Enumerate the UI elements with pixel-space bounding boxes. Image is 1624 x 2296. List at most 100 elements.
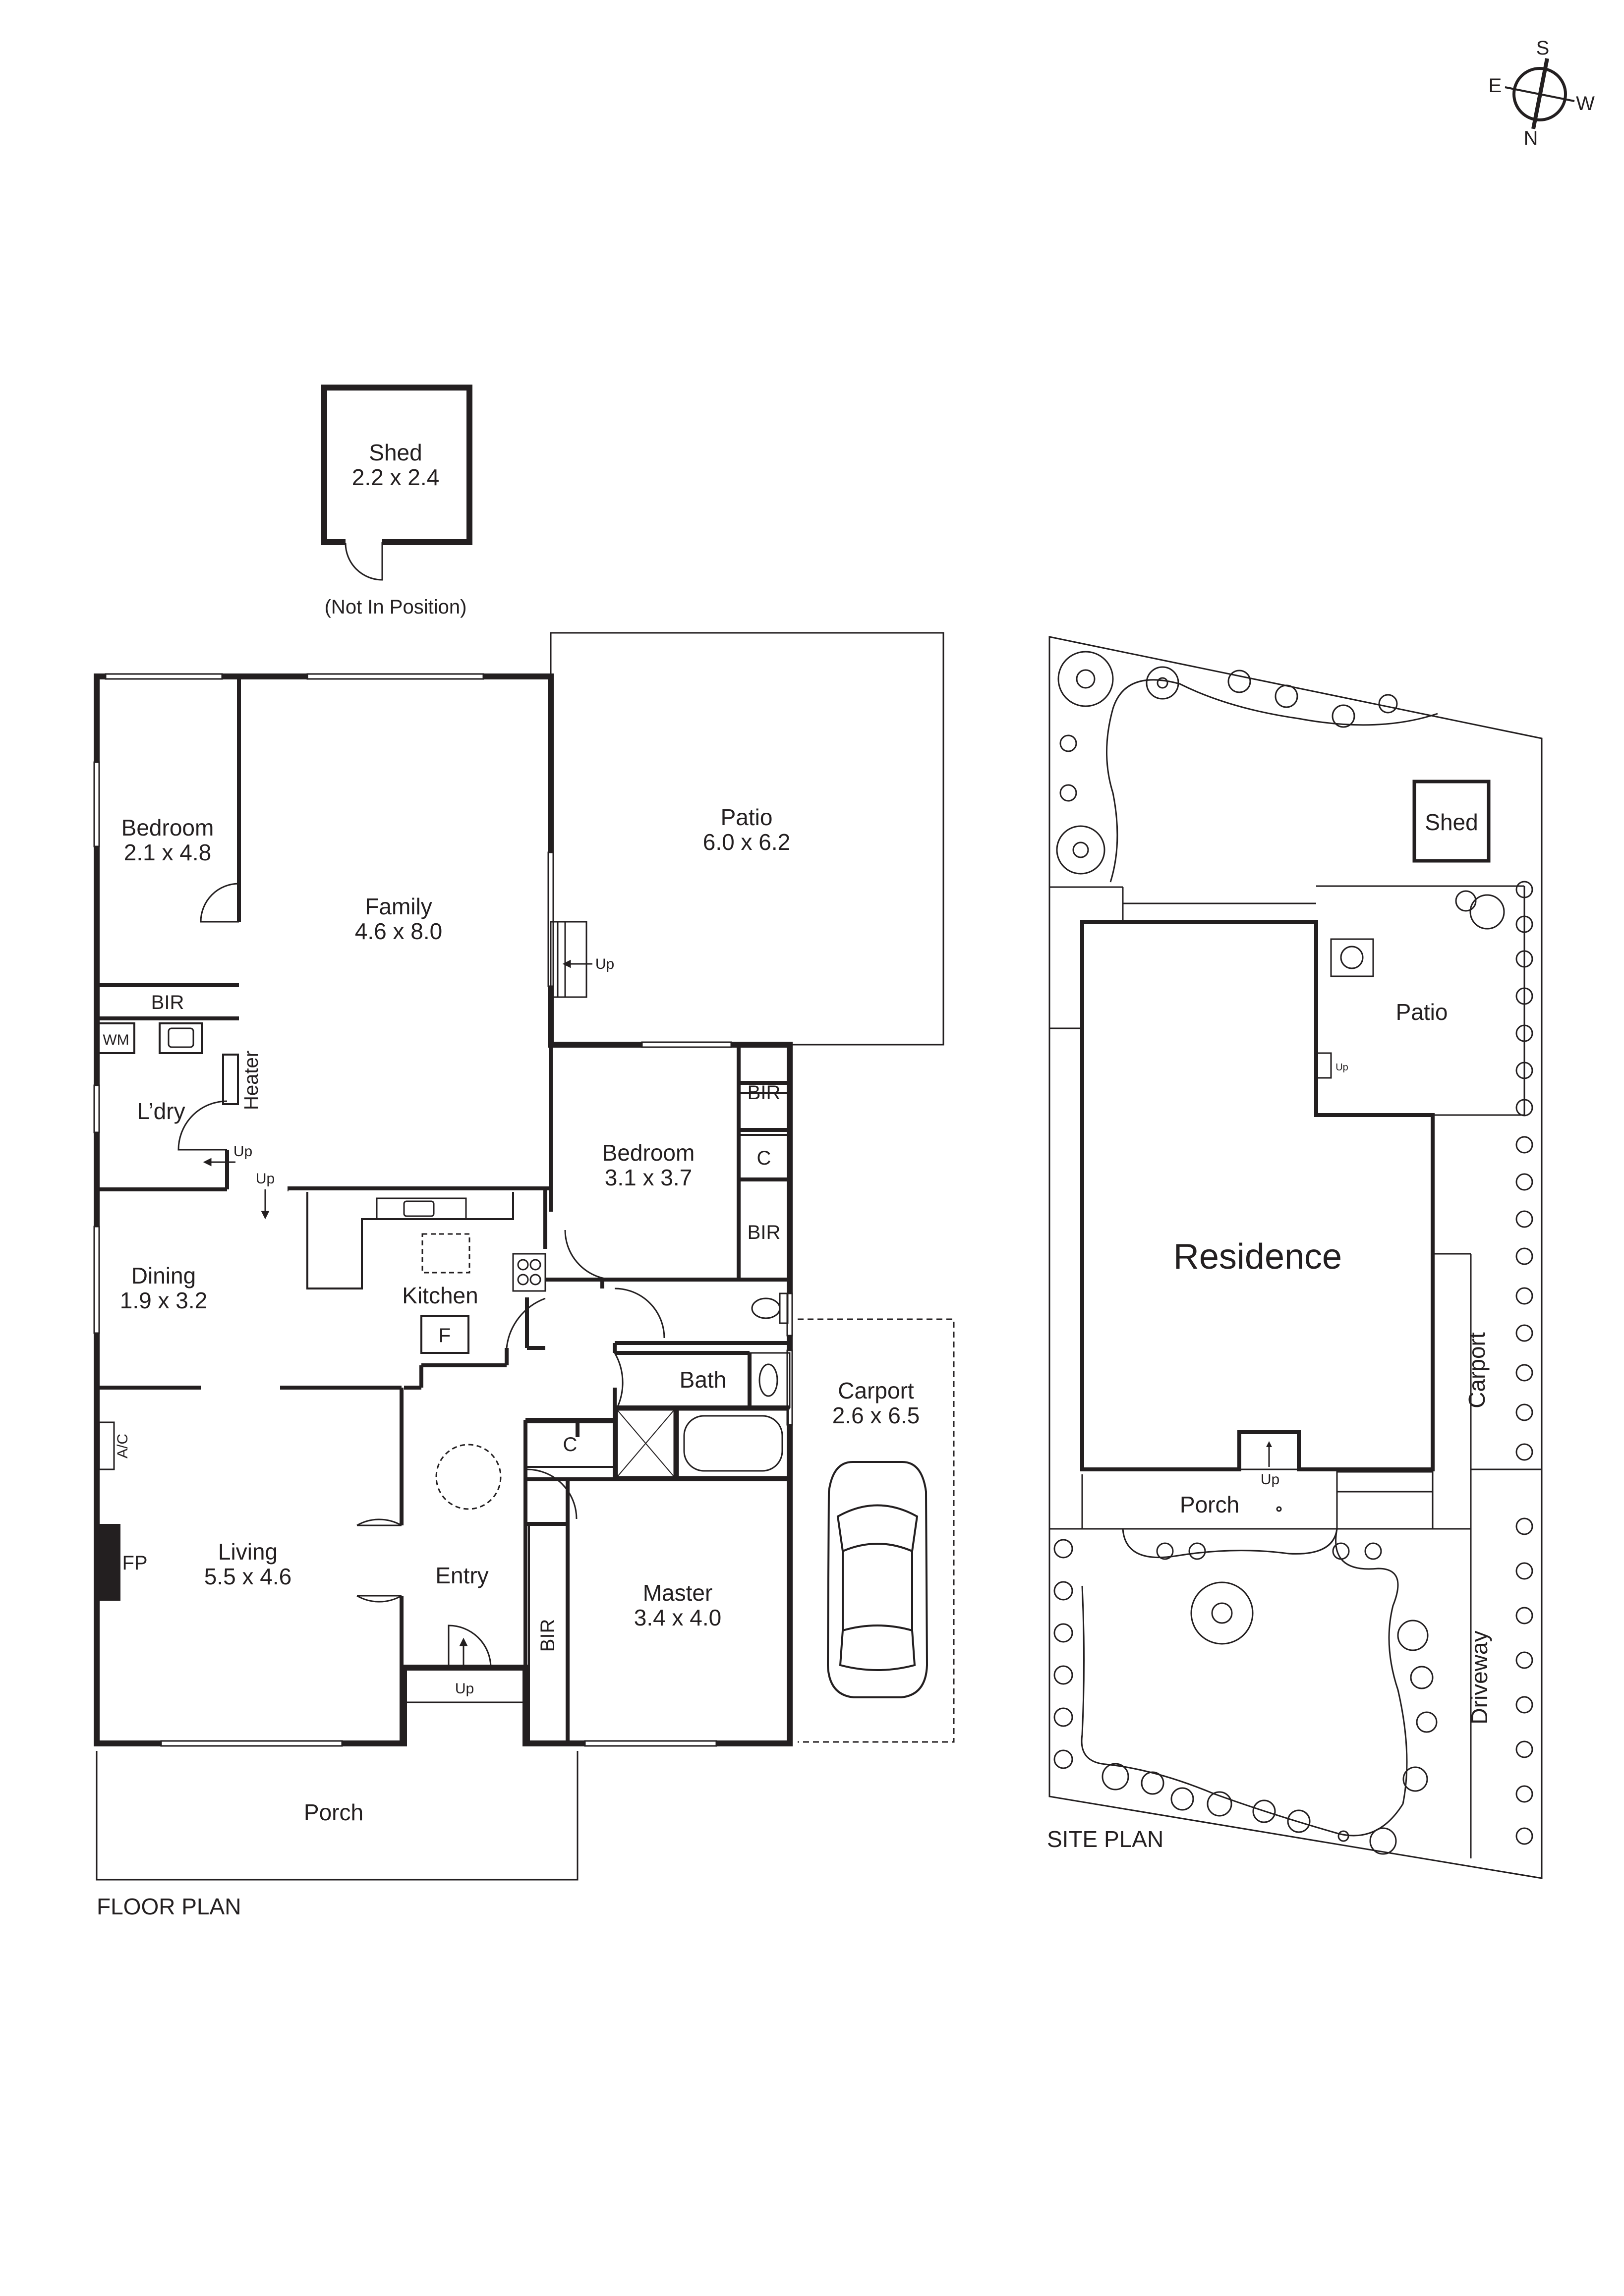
bedroom2-name: Bedroom	[121, 815, 214, 840]
bir-label: BIR	[748, 1222, 781, 1243]
site-boundary	[1048, 636, 1543, 1879]
site-patio-table	[1330, 938, 1374, 977]
up-label: Up	[595, 956, 614, 972]
living-name: Living	[218, 1539, 278, 1565]
residence-label: Residence	[1173, 1237, 1342, 1277]
bathtub-inner	[683, 1415, 783, 1472]
burner	[529, 1274, 541, 1286]
patio-name: Patio	[721, 804, 773, 830]
carport-outline	[798, 1318, 955, 1743]
toilet-bowl	[751, 1297, 781, 1319]
porch-outline	[96, 1751, 579, 1881]
site-plan: Residence Shed Patio Up Up Porch Carport…	[1047, 636, 1543, 1879]
family-name: Family	[365, 894, 432, 919]
porch-name: Porch	[304, 1799, 363, 1825]
floor-plan-title: FLOOR PLAN	[97, 1894, 241, 1919]
up-arrows	[203, 959, 592, 1668]
car-icon	[826, 1461, 928, 1698]
cupboard-label: C	[757, 1147, 771, 1169]
dining-name: Dining	[131, 1263, 196, 1288]
bir-label: BIR	[537, 1619, 559, 1652]
burner	[517, 1259, 529, 1271]
entry-name: Entry	[435, 1563, 488, 1588]
shed-note: (Not In Position)	[325, 596, 467, 618]
site-shed	[1412, 780, 1491, 863]
laundry-tub	[159, 1022, 203, 1054]
dining-dims: 1.9 x 3.2	[120, 1288, 207, 1313]
family-steps	[550, 921, 587, 998]
master-dims: 3.4 x 4.0	[634, 1605, 721, 1630]
site-shed-label: Shed	[1425, 809, 1478, 835]
bedroom2-dims: 2.1 x 4.8	[124, 840, 211, 865]
compass-needle-ew	[1505, 86, 1575, 102]
bedroom3-dims: 3.1 x 3.7	[605, 1165, 692, 1190]
fireplace	[97, 1524, 120, 1601]
cupboard-label: C	[563, 1434, 578, 1456]
family-dims: 4.6 x 8.0	[355, 918, 442, 944]
site-lines	[1049, 679, 1542, 1858]
up-label: Up	[256, 1171, 275, 1187]
compass-n: N	[1524, 127, 1538, 149]
carport-dims: 2.6 x 6.5	[832, 1402, 920, 1428]
vanity-basin	[758, 1363, 778, 1397]
site-patio-table-top	[1340, 946, 1364, 969]
kitchen-sink	[376, 1197, 467, 1220]
site-patio-step	[1315, 1052, 1332, 1079]
living-dims: 5.5 x 4.6	[204, 1564, 291, 1589]
built-in-robes	[524, 1044, 791, 1744]
shed-name: Shed	[369, 440, 422, 465]
bath-name: Bath	[680, 1367, 727, 1393]
shed-dims: 2.2 x 2.4	[352, 464, 439, 490]
ac-label: A/C	[115, 1434, 131, 1458]
kitchen-name: Kitchen	[402, 1283, 478, 1308]
compass-e: E	[1489, 75, 1502, 97]
compass-w: W	[1576, 93, 1595, 114]
bathtub	[677, 1409, 789, 1478]
shed: Shed 2.2 x 2.4 (Not In Position)	[321, 385, 472, 618]
heater	[222, 1054, 239, 1105]
dishwasher	[421, 1233, 470, 1274]
kitchen-sink-bowl	[403, 1200, 435, 1217]
compass-ring	[1512, 67, 1567, 121]
cooktop	[512, 1253, 546, 1292]
shed-walls	[321, 385, 472, 545]
site-porch-label: Porch	[1180, 1492, 1239, 1517]
kitchen-bench	[306, 1192, 514, 1289]
windows	[93, 673, 793, 1747]
site-up-arrowhead	[1266, 1441, 1272, 1447]
doors	[177, 883, 665, 1668]
shed-door-swing	[345, 542, 383, 581]
master-name: Master	[643, 1580, 713, 1606]
compass: S E W N	[1489, 37, 1595, 149]
washing-machine	[97, 1022, 135, 1054]
laundry-tub-basin	[168, 1027, 194, 1048]
up-label: Up	[455, 1680, 474, 1697]
site-porch-step	[1238, 1431, 1300, 1470]
shower-cross	[617, 1409, 675, 1477]
bir-label: BIR	[748, 1082, 781, 1104]
fridge-space	[420, 1315, 469, 1354]
laundry-name: L’dry	[137, 1098, 185, 1124]
compass-s: S	[1536, 37, 1550, 59]
fridge-label: F	[439, 1325, 451, 1346]
up-label: Up	[233, 1143, 252, 1160]
entry-light	[435, 1444, 502, 1510]
carport-name: Carport	[838, 1378, 914, 1403]
burner	[529, 1259, 541, 1271]
fp-label: FP	[122, 1552, 147, 1574]
site-patio-label: Patio	[1396, 999, 1448, 1025]
bedroom3-name: Bedroom	[602, 1140, 695, 1166]
bir-label: BIR	[151, 992, 184, 1013]
heater-label: Heater	[240, 1051, 262, 1110]
vanity	[749, 1352, 791, 1408]
patio-outline	[550, 632, 944, 1046]
residence-outline	[1080, 920, 1435, 1471]
patio-dims: 6.0 x 6.2	[703, 829, 790, 855]
floor-plan: Bedroom 2.1 x 4.8 Family 4.6 x 8.0 Patio…	[93, 632, 955, 1919]
site-driveway-label: Driveway	[1466, 1630, 1492, 1724]
site-carport-label: Carport	[1464, 1332, 1490, 1408]
site-up-label: Up	[1261, 1471, 1279, 1488]
porch-step	[403, 1667, 526, 1703]
burner	[517, 1274, 529, 1286]
